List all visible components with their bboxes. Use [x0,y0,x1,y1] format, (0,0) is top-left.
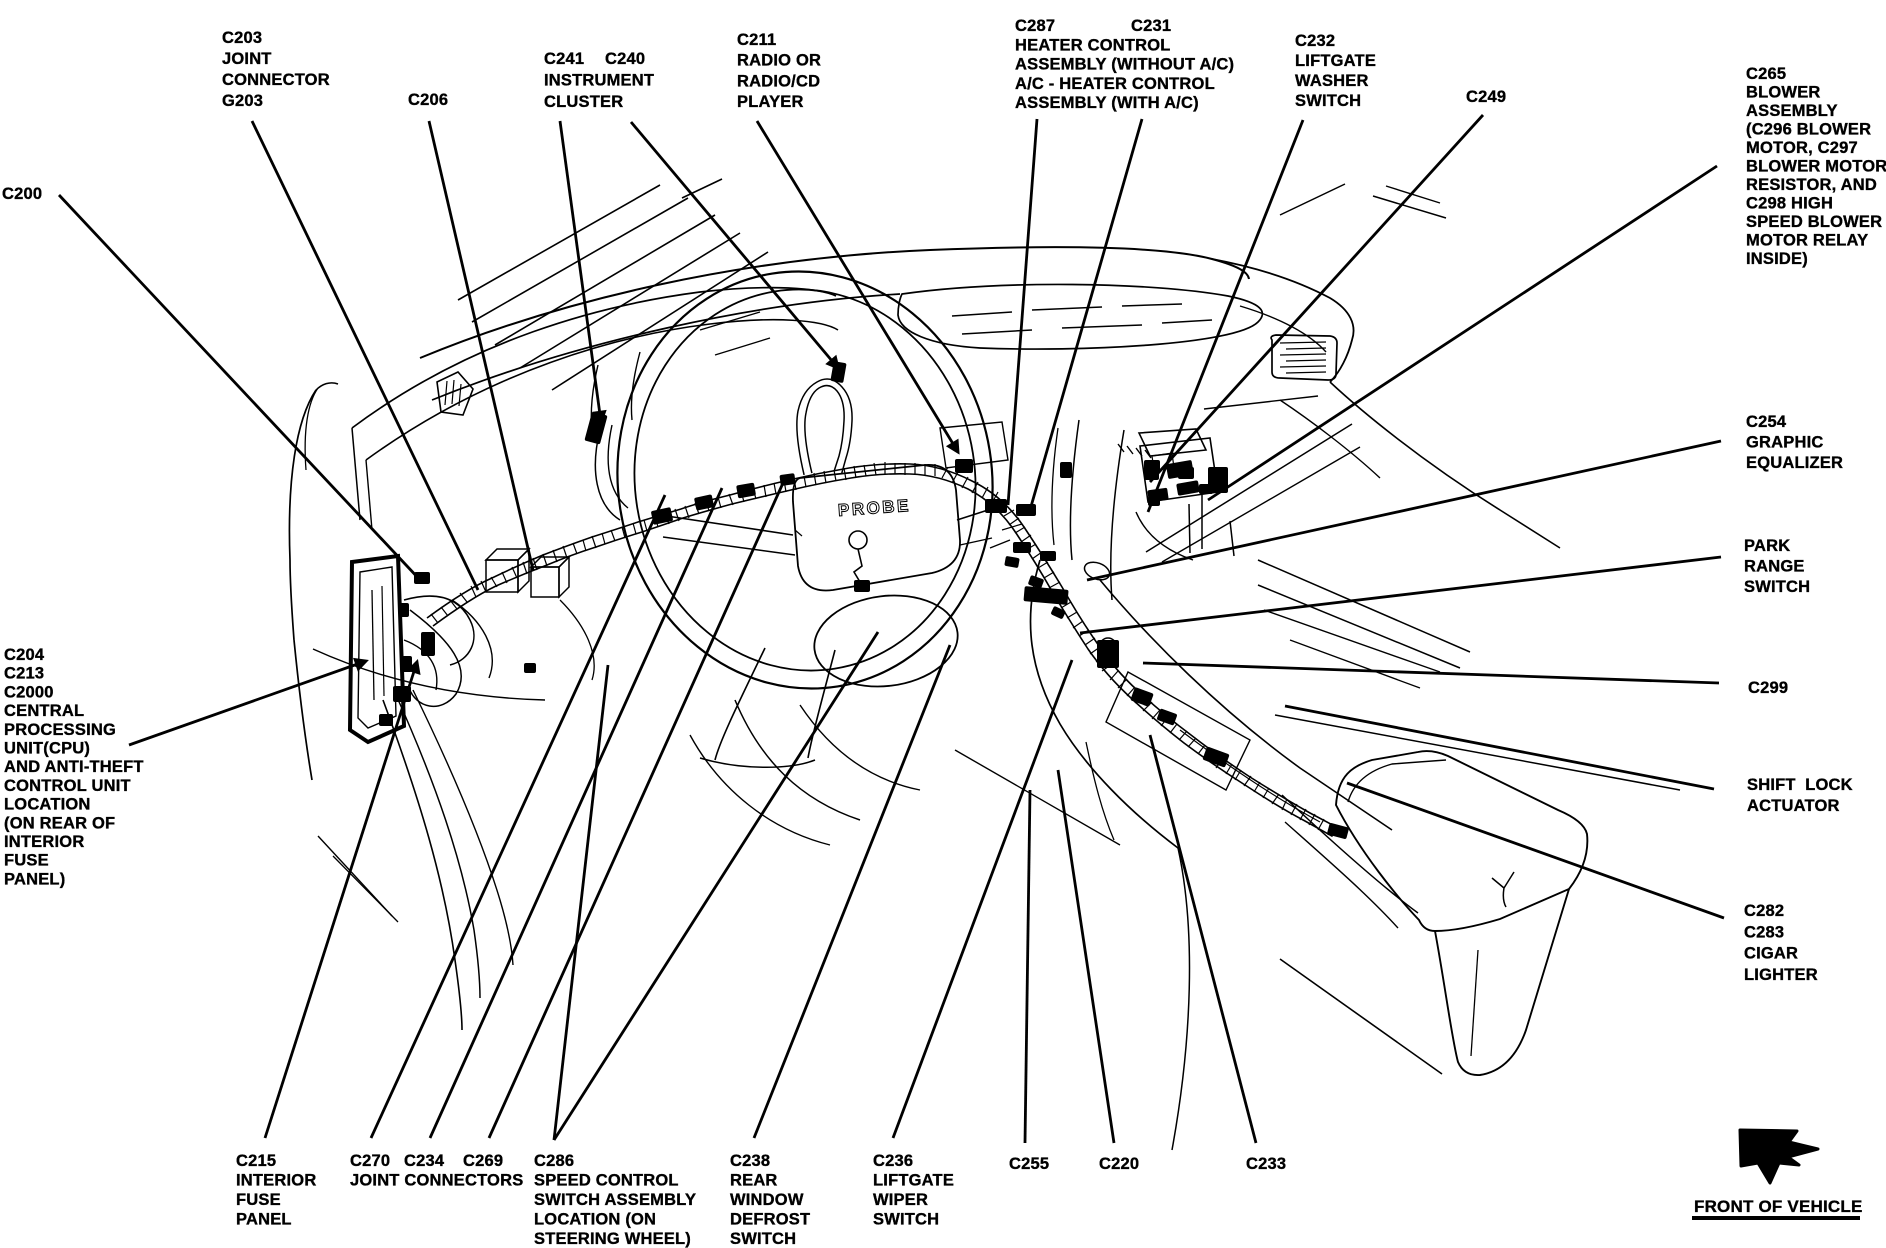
svg-text:BLOWER MOTOR: BLOWER MOTOR [1746,158,1886,176]
svg-text:RADIO OR: RADIO OR [737,52,821,70]
svg-text:PROCESSING: PROCESSING [4,721,116,739]
svg-text:ASSEMBLY: ASSEMBLY [1746,102,1838,120]
svg-text:C269: C269 [463,1152,503,1170]
svg-text:ACTUATOR: ACTUATOR [1747,797,1840,815]
svg-text:RANGE: RANGE [1744,558,1805,576]
svg-text:SWITCH ASSEMBLY: SWITCH ASSEMBLY [534,1191,696,1209]
svg-text:C203: C203 [222,29,262,47]
svg-text:C265: C265 [1746,65,1786,83]
svg-text:C204: C204 [4,646,45,664]
svg-text:C233: C233 [1246,1155,1286,1173]
svg-text:FUSE: FUSE [4,852,49,870]
svg-text:G203: G203 [222,92,263,110]
svg-text:C238: C238 [730,1152,770,1170]
svg-text:REAR: REAR [730,1172,778,1190]
svg-text:C287: C287 [1015,17,1055,35]
svg-text:C286: C286 [534,1152,574,1170]
svg-text:PLAYER: PLAYER [737,93,804,111]
svg-text:C299: C299 [1748,679,1788,697]
svg-text:LOCATION: LOCATION [4,796,91,814]
svg-text:SWITCH: SWITCH [730,1230,796,1248]
svg-text:C206: C206 [408,91,448,109]
svg-text:MOTOR RELAY: MOTOR RELAY [1746,232,1868,250]
svg-text:C254: C254 [1746,413,1787,431]
svg-text:(ON REAR OF: (ON REAR OF [4,814,115,832]
svg-text:LIFTGATE: LIFTGATE [1295,52,1376,70]
svg-text:AND ANTI-THEFT: AND ANTI-THEFT [4,758,144,776]
svg-text:INSIDE): INSIDE) [1746,250,1808,268]
svg-text:C249: C249 [1466,88,1506,106]
svg-text:RADIO/CD: RADIO/CD [737,72,820,90]
svg-text:GRAPHIC: GRAPHIC [1746,434,1824,452]
svg-text:(C296 BLOWER: (C296 BLOWER [1746,121,1871,139]
svg-text:BLOWER: BLOWER [1746,84,1821,102]
svg-text:SPEED BLOWER: SPEED BLOWER [1746,213,1882,231]
svg-text:CLUSTER: CLUSTER [544,93,623,111]
svg-text:CONNECTOR: CONNECTOR [222,71,330,89]
svg-text:C240: C240 [605,50,645,68]
svg-text:STEERING WHEEL): STEERING WHEEL) [534,1230,691,1248]
svg-text:CIGAR: CIGAR [1744,945,1798,963]
svg-text:C270: C270 [350,1152,390,1170]
svg-text:C220: C220 [1099,1155,1139,1173]
svg-text:UNIT(CPU): UNIT(CPU) [4,740,90,758]
svg-text:LOCATION (ON: LOCATION (ON [534,1211,656,1229]
svg-text:C298 HIGH: C298 HIGH [1746,195,1833,213]
svg-text:C234: C234 [404,1152,445,1170]
svg-text:FUSE: FUSE [236,1191,281,1209]
svg-text:RESISTOR, AND: RESISTOR, AND [1746,176,1877,194]
svg-text:C241: C241 [544,50,584,68]
svg-text:C282: C282 [1744,902,1784,920]
svg-text:INTERIOR: INTERIOR [236,1172,316,1190]
svg-text:WIPER: WIPER [873,1191,928,1209]
svg-text:SWITCH: SWITCH [1744,578,1810,596]
svg-text:ASSEMBLY (WITH A/C): ASSEMBLY (WITH A/C) [1015,94,1199,112]
svg-text:SHIFT LOCK: SHIFT LOCK [1747,776,1853,794]
svg-text:PANEL): PANEL) [4,870,65,888]
svg-text:EQUALIZER: EQUALIZER [1746,454,1843,472]
svg-text:C200: C200 [2,185,42,203]
svg-text:C283: C283 [1744,923,1784,941]
svg-text:C232: C232 [1295,32,1335,50]
svg-text:C236: C236 [873,1152,913,1170]
svg-text:JOINT: JOINT [222,50,272,68]
svg-text:FRONT OF VEHICLE: FRONT OF VEHICLE [1694,1197,1862,1216]
svg-text:INSTRUMENT: INSTRUMENT [544,72,654,90]
svg-text:CENTRAL: CENTRAL [4,702,84,720]
svg-text:C213: C213 [4,665,44,683]
svg-text:C231: C231 [1131,17,1171,35]
svg-text:DEFROST: DEFROST [730,1211,810,1229]
svg-text:C255: C255 [1009,1155,1049,1173]
svg-text:INTERIOR: INTERIOR [4,833,84,851]
svg-text:HEATER CONTROL: HEATER CONTROL [1015,36,1171,54]
svg-text:LIGHTER: LIGHTER [1744,966,1818,984]
svg-text:PANEL: PANEL [236,1211,292,1229]
svg-text:MOTOR, C297: MOTOR, C297 [1746,139,1858,157]
svg-text:SWITCH: SWITCH [873,1211,939,1229]
svg-text:PARK: PARK [1744,537,1790,555]
svg-text:WINDOW: WINDOW [730,1191,804,1209]
svg-text:C2000: C2000 [4,683,54,701]
svg-text:JOINT CONNECTORS: JOINT CONNECTORS [350,1172,523,1190]
svg-text:SPEED CONTROL: SPEED CONTROL [534,1172,679,1190]
svg-text:SWITCH: SWITCH [1295,92,1361,110]
svg-text:ASSEMBLY (WITHOUT A/C): ASSEMBLY (WITHOUT A/C) [1015,56,1234,74]
svg-text:A/C - HEATER CONTROL: A/C - HEATER CONTROL [1015,75,1215,93]
svg-text:CONTROL UNIT: CONTROL UNIT [4,777,131,795]
svg-text:C211: C211 [737,31,776,49]
svg-text:C215: C215 [236,1152,276,1170]
svg-text:LIFTGATE: LIFTGATE [873,1172,954,1190]
svg-text:WASHER: WASHER [1295,72,1369,90]
